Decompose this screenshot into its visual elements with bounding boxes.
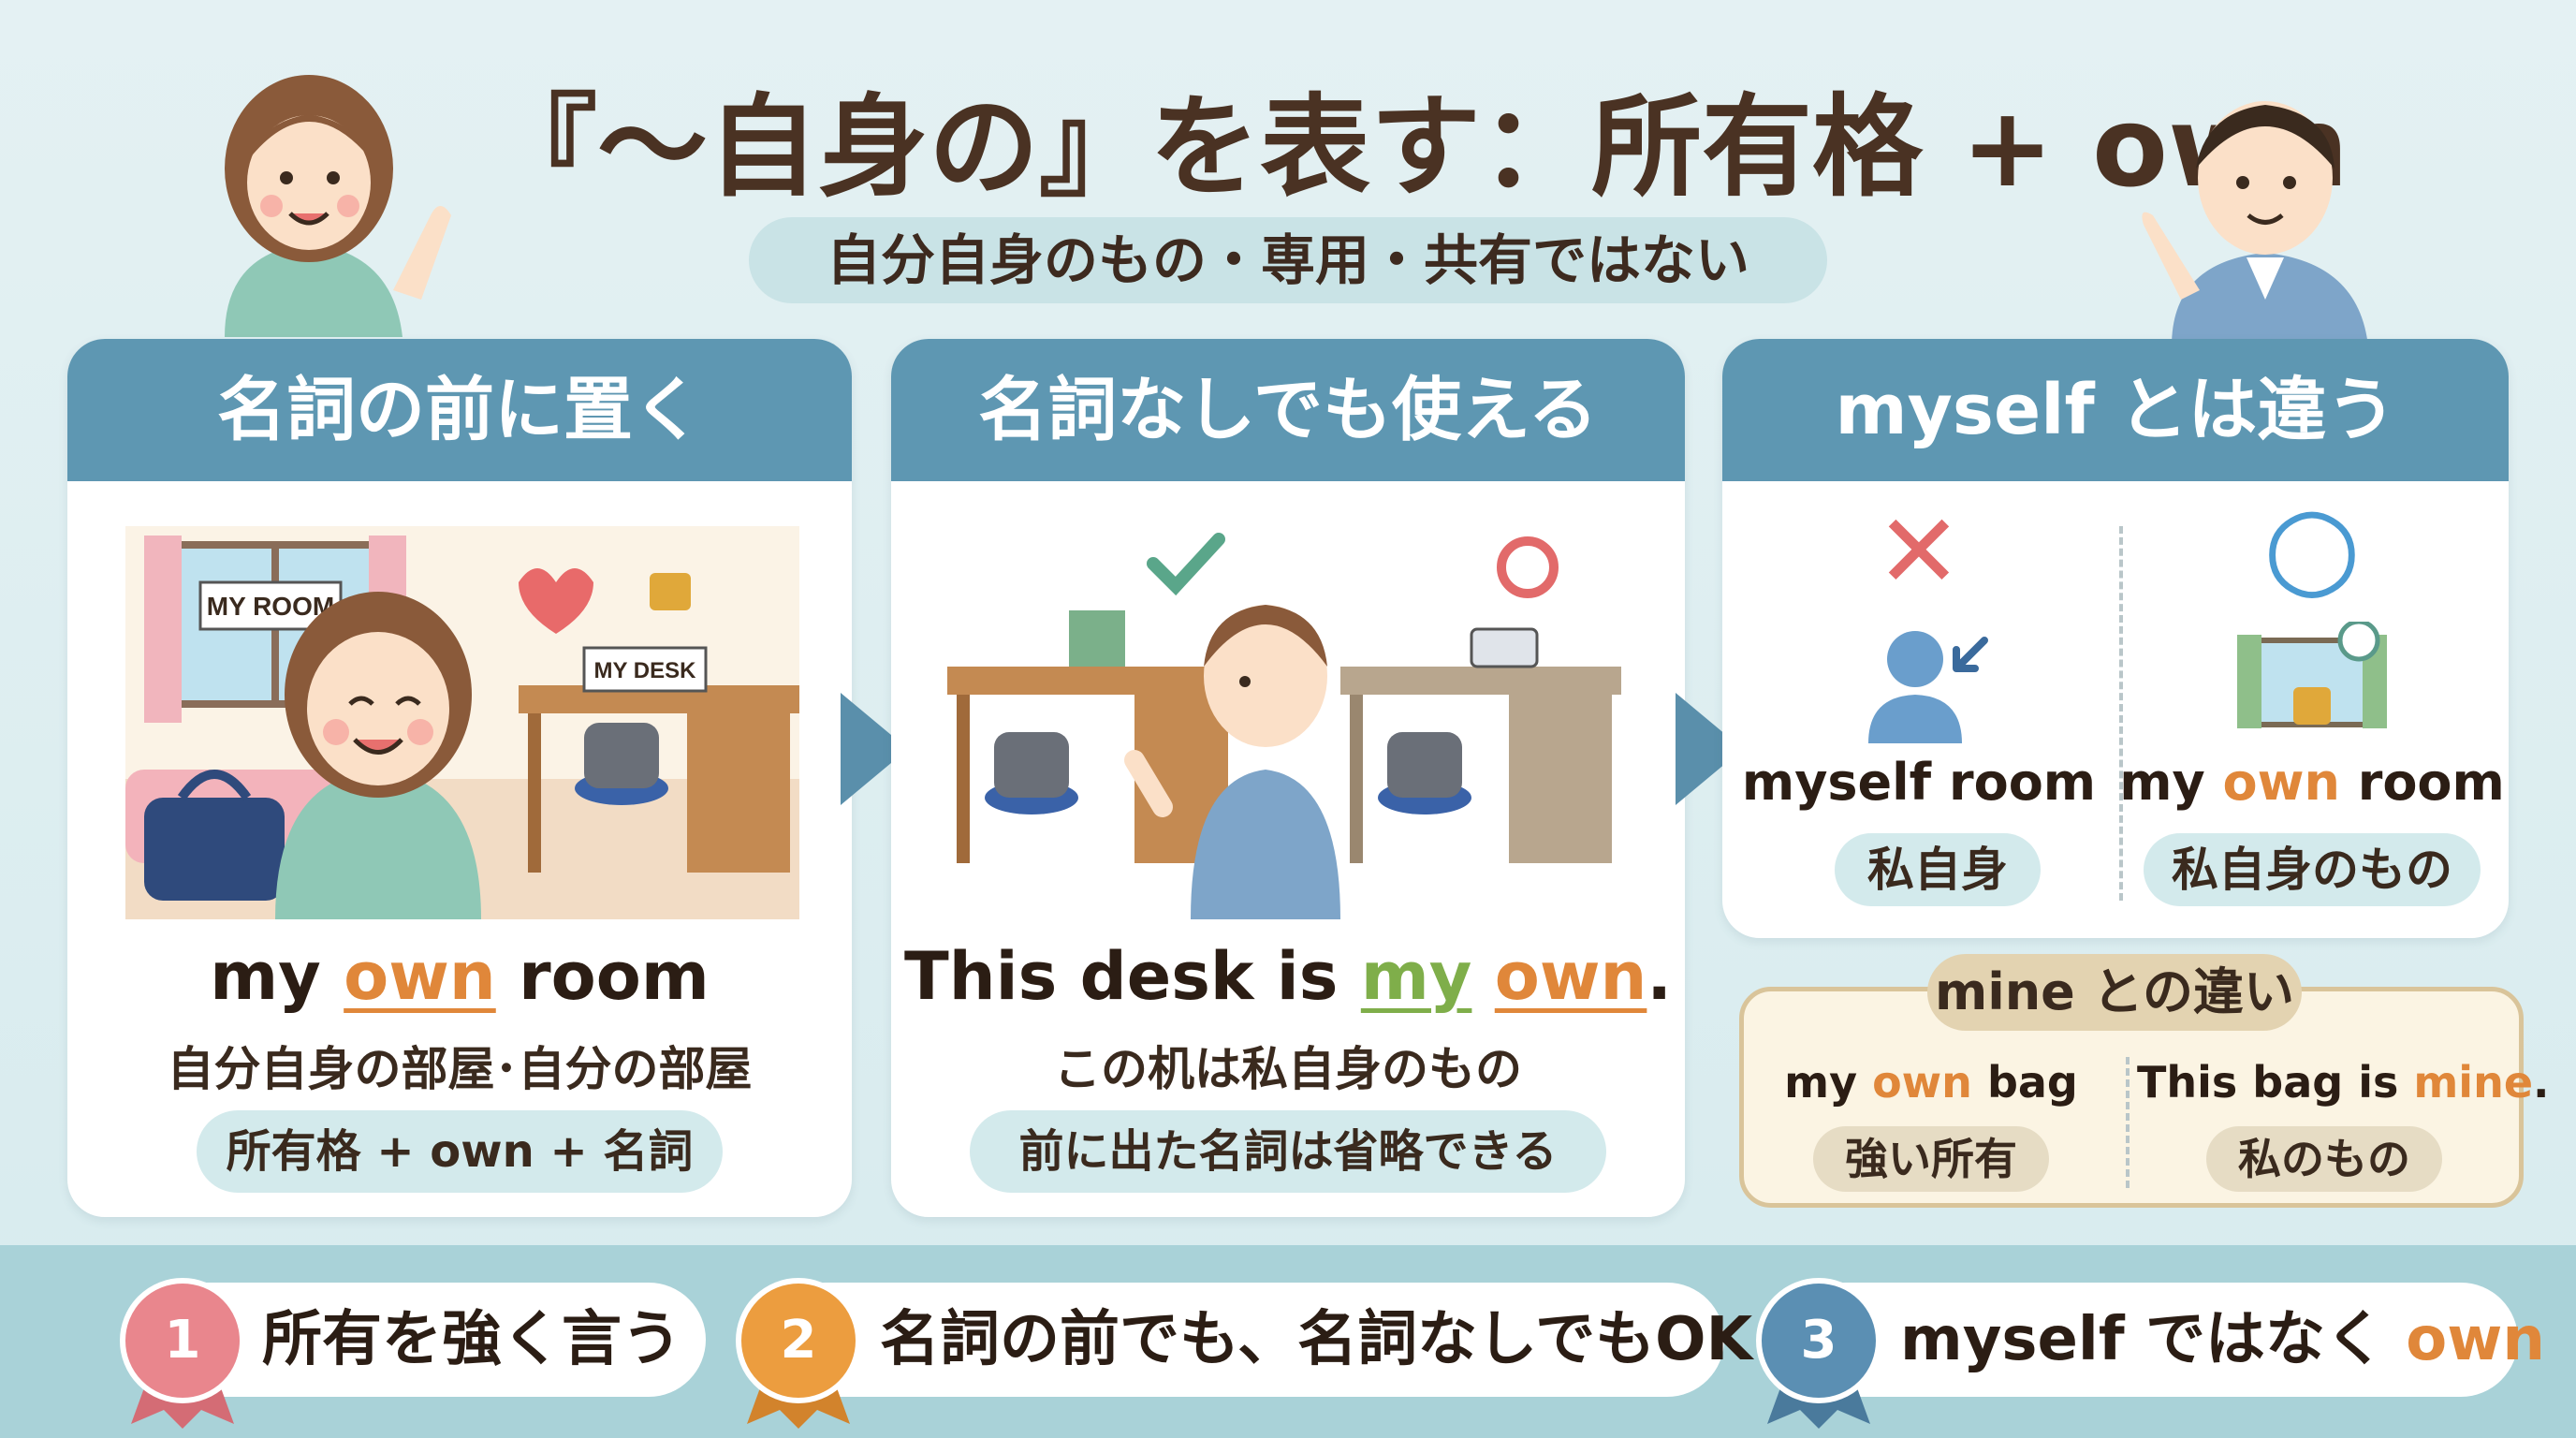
badge-number: 1	[164, 1310, 201, 1371]
phrase-mine: mine	[2413, 1057, 2534, 1108]
label-own: own	[2222, 753, 2340, 812]
phrase-my-own-room: my own room	[67, 938, 852, 1015]
person-icon	[1868, 631, 1988, 743]
rule-pill: 所有格 + own + 名詞	[197, 1110, 723, 1193]
badge-3-icon: 3	[1749, 1269, 1889, 1429]
mine-comparison-box: mine との違い my own bag 強い所有 This bag is mi…	[1739, 954, 2550, 1208]
phrase-after: room	[495, 938, 710, 1015]
room-scene-illustration-icon: MY ROOM MY DESK	[125, 526, 799, 919]
badge-number: 3	[1800, 1310, 1837, 1371]
man-illustration-icon	[2142, 101, 2368, 346]
panel-not-myself: myself とは違う ✕ myself room 私自身 ○ my own r…	[1722, 339, 2509, 938]
room-sign-label: MY ROOM	[207, 592, 334, 621]
point-text: 所有を強く言う	[262, 1305, 681, 1374]
mine-tag: mine との違い	[1927, 954, 2302, 1031]
badge-1-icon: 1	[112, 1269, 253, 1429]
point-2: 名詞の前でも、名詞なしでもOK	[768, 1283, 1752, 1397]
point-text: 名詞の前でも、名詞なしでもOK	[880, 1305, 1753, 1374]
right-label: my own room	[2115, 753, 2509, 812]
badge-number: 2	[780, 1310, 817, 1371]
mine-left: my own bag 強い所有	[1744, 1057, 2118, 1192]
phrase-before: This desk is	[904, 938, 1361, 1015]
phrase-this-desk-is-my-own: This desk is my own.	[891, 938, 1685, 1015]
divider	[2126, 1057, 2130, 1188]
mine-left-tag: 強い所有	[1813, 1126, 2049, 1192]
phrase-space	[1471, 938, 1494, 1015]
page-title: 『～自身の』を表す：所有格 + own	[487, 82, 2349, 212]
panel-without-noun: 名詞なしでも使える This desk is my own. この机は私自身のも…	[891, 339, 1685, 1217]
phrase-highlight: own	[344, 938, 496, 1015]
wrong-meaning-pill: 私自身	[1835, 833, 2041, 906]
phrase-after: .	[1647, 938, 1672, 1015]
panel-heading: 名詞の前に置く	[67, 339, 852, 481]
mine-left-phrase: my own bag	[1744, 1057, 2118, 1108]
woman-illustration-icon	[225, 75, 451, 337]
phrase-before: my	[210, 938, 344, 1015]
phrase-before: my	[1784, 1057, 1873, 1108]
label-before: my	[2119, 753, 2223, 812]
panel-before-noun: 名詞の前に置く MY ROOM MY DESK my own room 自分自身…	[67, 339, 852, 1217]
phrase-after: .	[2533, 1057, 2550, 1108]
desk-sign-label: MY DESK	[594, 658, 697, 683]
panel-heading: myself とは違う	[1722, 339, 2509, 481]
cross-icon: ✕	[1875, 492, 1963, 611]
mine-right-phrase: This bag is mine.	[2137, 1057, 2550, 1108]
translation: この机は私自身のもの	[1054, 1042, 1522, 1096]
phrase-own: own	[1872, 1057, 1972, 1108]
label-after: room	[2339, 753, 2505, 812]
translation: 自分自身の部屋･自分の部屋	[167, 1042, 753, 1096]
panel-heading: 名詞なしでも使える	[891, 339, 1685, 481]
point-3: myself ではなく own	[1788, 1283, 2545, 1397]
circle-icon: ○	[2262, 481, 2362, 611]
phrase-highlight-my: my	[1360, 938, 1472, 1015]
desk-scene-illustration-icon	[947, 533, 1621, 919]
phrase-after: bag	[1971, 1057, 2078, 1108]
page-subtitle: 自分自身のもの・専用・共有ではない	[749, 217, 1827, 303]
divider	[2119, 526, 2123, 901]
mine-right: This bag is mine. 私のもの	[2137, 1057, 2550, 1192]
phrase-highlight-own: own	[1494, 938, 1647, 1015]
mine-right-tag: 私のもの	[2206, 1126, 2442, 1192]
right-example: ○ my own room 私自身のもの	[2115, 481, 2509, 938]
point-text: myself ではなく	[1900, 1305, 2407, 1374]
point-own: own	[2406, 1305, 2545, 1374]
rule-pill: 前に出た名詞は省略できる	[970, 1110, 1606, 1193]
right-meaning-pill: 私自身のもの	[2144, 833, 2481, 906]
phrase-before: This bag is	[2137, 1057, 2414, 1108]
room-window-icon	[2237, 622, 2387, 728]
wrong-example: ✕ myself room 私自身	[1722, 481, 2115, 938]
badge-2-icon: 2	[728, 1269, 869, 1429]
wrong-label: myself room	[1741, 753, 2097, 812]
